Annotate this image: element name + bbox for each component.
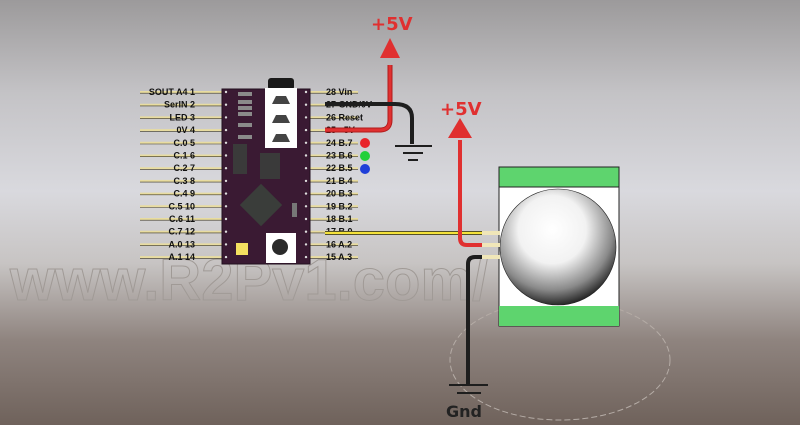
pin-hole xyxy=(224,217,228,221)
pin-hole xyxy=(224,128,228,132)
status-led xyxy=(236,243,248,255)
pin-hole xyxy=(304,141,308,144)
pin-label-right: 26 Reset xyxy=(326,112,363,122)
pin-hole xyxy=(224,141,228,144)
pin-label-left: C.0 5 xyxy=(173,138,195,148)
pin-hole xyxy=(304,90,308,94)
pin-label-left: SOUT A4 1 xyxy=(149,87,195,97)
pin-hole xyxy=(304,179,308,183)
power-wire-sensor xyxy=(458,140,500,247)
pin-hole xyxy=(224,205,228,208)
arrow-up-icon xyxy=(380,38,400,58)
pin-hole xyxy=(304,154,308,157)
pin-hole xyxy=(224,243,228,246)
pin-label-left: C.2 7 xyxy=(173,163,195,173)
pin-label-right: 21 B.4 xyxy=(326,176,353,186)
supply-label-sensor: +5V xyxy=(440,99,482,120)
pin-hole xyxy=(224,90,228,94)
pin-hole xyxy=(304,192,308,195)
pin-label-left: SerIN 2 xyxy=(164,100,195,110)
pin-label-right: 23 B.6 xyxy=(326,151,353,161)
pin-hole xyxy=(224,116,228,119)
pin-label-right: 22 B.5 xyxy=(326,163,353,173)
supply-label-top: +5V xyxy=(371,14,413,35)
red-led-indicator xyxy=(360,138,370,148)
pin-label-left: C.3 8 xyxy=(173,176,195,186)
pin-hole xyxy=(224,255,228,259)
pin-hole xyxy=(304,255,308,259)
pin-hole xyxy=(304,128,308,132)
regulator xyxy=(260,153,280,179)
pin-hole xyxy=(304,103,308,106)
ground-wire-sensor xyxy=(466,255,500,384)
pin-label-right: 16 A.2 xyxy=(326,239,352,249)
capacitor xyxy=(233,144,247,174)
pin-hole xyxy=(304,243,308,246)
pin-label-left: C.6 11 xyxy=(169,214,195,224)
fresnel-dome xyxy=(499,188,617,306)
pin-label-left: 0V 4 xyxy=(176,125,195,135)
usb-jack xyxy=(268,78,294,90)
pin-hole xyxy=(224,230,228,233)
pin-hole xyxy=(304,116,308,119)
pin-hole xyxy=(304,205,308,208)
pin-label-left: C.1 6 xyxy=(173,151,195,161)
pin-hole xyxy=(304,217,308,221)
microcontroller-board xyxy=(221,78,311,265)
left-pin-leads xyxy=(140,91,222,259)
pin-hole xyxy=(224,192,228,195)
pin-label-left: LED 3 xyxy=(169,112,195,122)
pin-label-right: 18 B.1 xyxy=(326,214,353,224)
pin-label-left: A.1 14 xyxy=(168,252,195,262)
component xyxy=(238,92,252,96)
resistor xyxy=(292,203,297,217)
pin-label-left: C.5 10 xyxy=(168,201,195,211)
sensor-band-bottom xyxy=(499,306,619,326)
pin-label-right: 20 B.3 xyxy=(326,189,353,199)
blue-led-indicator xyxy=(360,164,370,174)
microcontroller-chip xyxy=(239,183,283,227)
pin-hole xyxy=(304,230,308,233)
ground-wire-top xyxy=(325,102,414,144)
left-pin-labels: SOUT A4 1 SerIN 2 LED 3 0V 4 C.0 5 C.1 6 C.2 7… xyxy=(149,87,228,262)
green-led-indicator xyxy=(360,151,370,161)
sensor-band-top xyxy=(498,166,620,188)
arrow-up-icon xyxy=(448,118,472,138)
pin-hole xyxy=(224,179,228,183)
pin-label-left: C.4 9 xyxy=(173,189,195,199)
pin-label-right: 28 Vin xyxy=(326,87,352,97)
pin-hole xyxy=(224,103,228,106)
pin-hole xyxy=(224,167,228,170)
pin-hole xyxy=(224,154,228,157)
pin-label-right: 19 B.2 xyxy=(326,201,353,211)
ground-label: Gnd xyxy=(446,402,482,421)
pin-label-right: 24 B.7 xyxy=(326,138,353,148)
pin-label-right: 15 A.3 xyxy=(326,252,352,262)
pin-hole xyxy=(304,167,308,170)
pir-sensor xyxy=(482,166,620,327)
pin-label-left: C.7 12 xyxy=(168,227,195,237)
pin-label-left: A.0 13 xyxy=(168,239,195,249)
